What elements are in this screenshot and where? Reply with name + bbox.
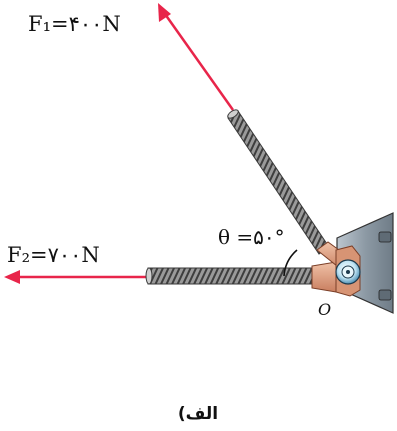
force-arrow-f1: [158, 3, 235, 111]
figure-caption: الف): [178, 404, 218, 424]
force1-label: F₁=۴۰۰N: [28, 12, 121, 36]
clevis-bracket: [311, 241, 361, 297]
horizontal-rod: [145, 267, 315, 285]
angle-arc: [283, 249, 298, 277]
pivot-label: O: [318, 300, 331, 319]
force-arrow-f2: [4, 270, 146, 284]
pivot-pin: [335, 259, 361, 285]
force2-label: F₂=۷۰۰N: [7, 243, 100, 267]
angle-label: θ =۵۰°: [218, 225, 285, 249]
